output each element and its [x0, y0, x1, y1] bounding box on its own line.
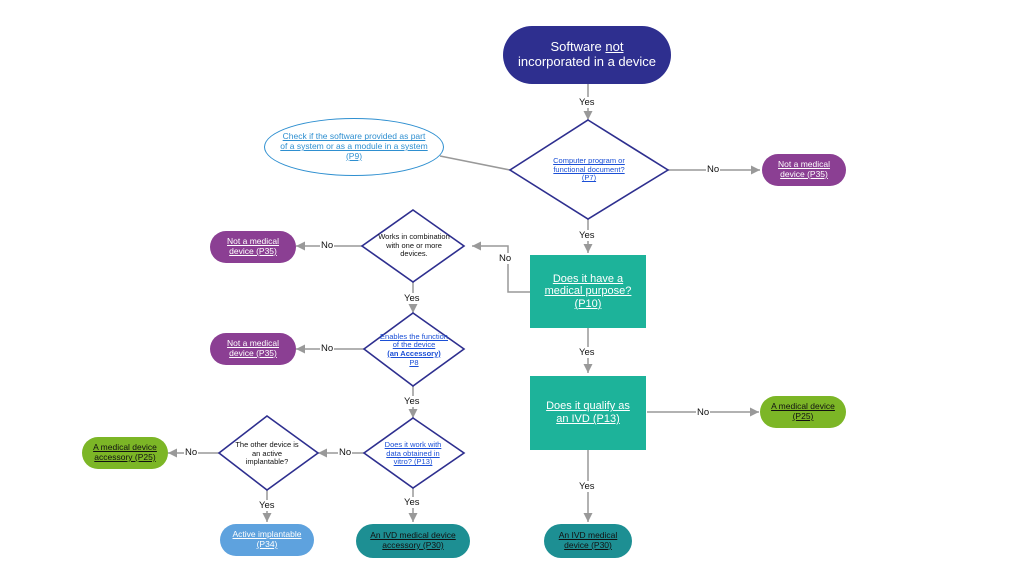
start-text-1: Software — [550, 39, 602, 55]
diamond-data-in-vitro — [362, 417, 466, 489]
label-no: No — [498, 253, 513, 264]
enables-ref-text: P8 — [409, 357, 419, 367]
label-no: No — [320, 343, 335, 354]
not-medical-device-left-1[interactable]: Not a medical device (P35) — [210, 231, 296, 263]
active-implantable-question: The other device is an active implantabl… — [235, 440, 299, 467]
label-yes: Yes — [578, 230, 596, 241]
label-no: No — [706, 164, 721, 175]
connector — [472, 241, 530, 293]
label-no: No — [184, 447, 199, 458]
start-node: Software not incorporated in a device — [503, 26, 671, 84]
qualify-ivd-box[interactable]: Does it qualify as an IVD (P13) — [530, 376, 646, 450]
computer-program-question[interactable]: Computer program or functional document?… — [553, 156, 625, 183]
works-combination-question: Works in combination with one or more de… — [378, 232, 450, 259]
start-text-not: not — [605, 39, 624, 55]
label-yes: Yes — [258, 500, 276, 511]
check-system-note[interactable]: Check if the software provided as part o… — [264, 118, 444, 176]
enables-function-text: Enables the function of the device — [380, 331, 448, 350]
label-yes: Yes — [578, 97, 596, 108]
label-no: No — [338, 447, 353, 458]
active-implantable-outcome[interactable]: Active implantable (P34) — [220, 524, 314, 556]
connector — [439, 155, 511, 171]
diamond-computer-program — [508, 119, 670, 220]
label-yes: Yes — [578, 481, 596, 492]
enables-function-question[interactable]: Enables the function of the device (an A… — [378, 327, 450, 373]
diamond-enables-function — [362, 312, 466, 387]
label-yes: Yes — [403, 396, 421, 407]
label-yes: Yes — [403, 293, 421, 304]
not-medical-device-right[interactable]: Not a medical device (P35) — [762, 154, 846, 186]
data-in-vitro-question[interactable]: Does it work with data obtained in vitro… — [384, 440, 442, 467]
diamond-works-combination — [360, 209, 466, 283]
label-no: No — [320, 240, 335, 251]
not-medical-device-left-2[interactable]: Not a medical device (P35) — [210, 333, 296, 365]
enables-accessory-text: (an Accessory) — [387, 349, 441, 358]
device-accessory-outcome[interactable]: A medical device accessory (P25) — [82, 437, 168, 469]
medical-device-outcome[interactable]: A medical device (P25) — [760, 396, 846, 428]
medical-purpose-box[interactable]: Does it have a medical purpose? (P10) — [530, 255, 646, 328]
label-yes: Yes — [578, 347, 596, 358]
label-no: No — [696, 407, 711, 418]
start-text-2: incorporated in a device — [517, 54, 657, 69]
ivd-accessory-outcome[interactable]: An IVD medical device accessory (P30) — [356, 524, 470, 558]
ivd-device-outcome[interactable]: An IVD medical device (P30) — [544, 524, 632, 558]
diamond-active-implantable — [217, 415, 320, 491]
label-yes: Yes — [403, 497, 421, 508]
